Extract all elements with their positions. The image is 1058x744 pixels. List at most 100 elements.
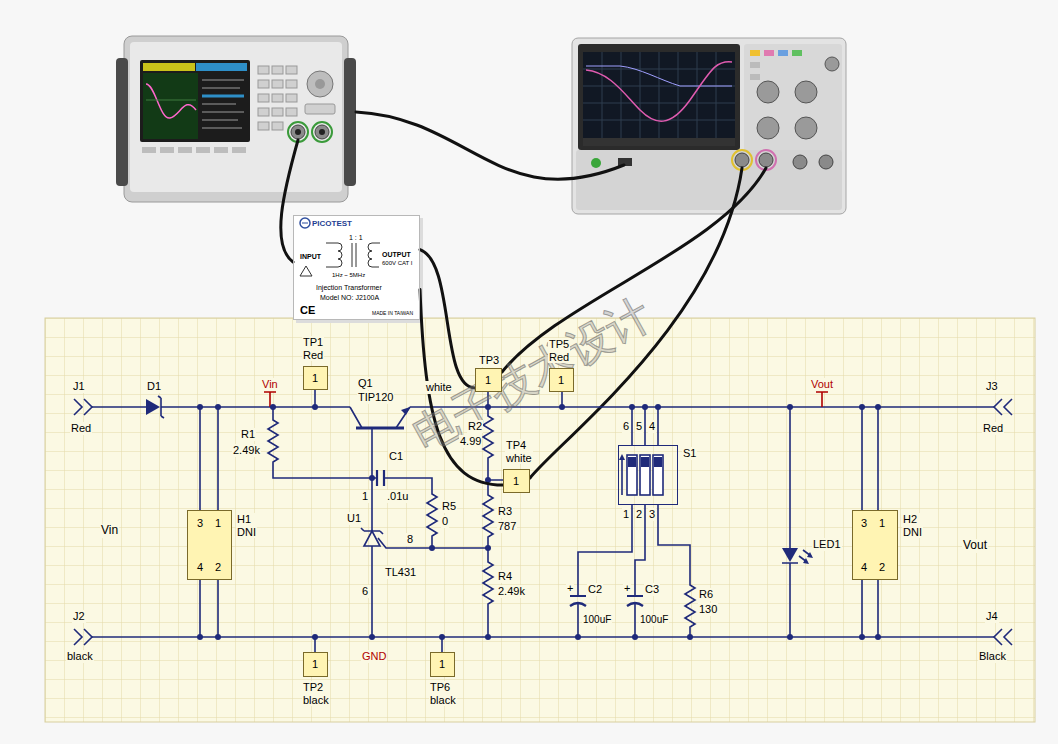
function-generator bbox=[130, 42, 342, 192]
function-generator bbox=[312, 122, 332, 142]
part-label: 2.49k bbox=[497, 585, 526, 598]
part-label: 6 bbox=[622, 420, 630, 433]
function-generator bbox=[178, 147, 192, 153]
header: H2 DNI3142 bbox=[852, 510, 898, 580]
schematic-wire bbox=[570, 603, 643, 606]
function-generator bbox=[305, 104, 335, 114]
node-text: 1Hz ~ 5MHz bbox=[332, 272, 365, 279]
function-generator bbox=[286, 94, 297, 102]
junction-dot bbox=[787, 404, 793, 410]
part-label: Red bbox=[70, 422, 92, 435]
node-text: 1 bbox=[215, 517, 221, 530]
function-generator bbox=[196, 147, 210, 153]
junction-dot bbox=[655, 404, 661, 410]
oscilloscope bbox=[757, 81, 779, 103]
schematic-wire bbox=[782, 407, 811, 637]
transformer-body bbox=[293, 215, 420, 320]
net-flag bbox=[816, 392, 828, 407]
node-text: Injection Transformer bbox=[316, 284, 382, 292]
schematic-symbol-fill bbox=[782, 548, 798, 562]
junction-dot bbox=[439, 634, 445, 640]
junction-dot bbox=[197, 404, 881, 640]
test-point: 1TP2 black bbox=[303, 652, 328, 677]
transformer-body bbox=[293, 215, 423, 323]
schematic-wire bbox=[384, 478, 437, 548]
junction-dot bbox=[687, 634, 693, 640]
function-generator bbox=[258, 108, 269, 116]
oscilloscope bbox=[591, 158, 601, 168]
schematic-wire bbox=[578, 505, 645, 637]
schematic-wire bbox=[74, 399, 92, 415]
function-generator bbox=[202, 95, 244, 98]
schematic-wire bbox=[483, 407, 493, 637]
function-generator bbox=[146, 84, 196, 118]
oscilloscope bbox=[586, 62, 732, 121]
net-label: Vout bbox=[810, 378, 834, 391]
part-label: 2.49k bbox=[232, 444, 261, 457]
node-text: 3 bbox=[197, 517, 203, 530]
part-label: Vin bbox=[100, 524, 119, 538]
part-label: J4 bbox=[985, 610, 999, 623]
junction-dot bbox=[312, 634, 318, 640]
function-generator bbox=[140, 60, 250, 142]
node-text: OUTPUT bbox=[382, 251, 411, 259]
part-label: + bbox=[623, 582, 631, 595]
part-label: R6 bbox=[698, 588, 714, 601]
schematic-wire bbox=[92, 406, 994, 408]
part-label: 100uF bbox=[582, 614, 612, 626]
schematic-wire bbox=[350, 407, 410, 478]
part-label: 3 bbox=[648, 508, 656, 521]
schematic-wire bbox=[994, 629, 1012, 645]
net-label: GND bbox=[361, 650, 387, 663]
node-label: TP4 white bbox=[505, 439, 533, 464]
transformer-body bbox=[300, 266, 312, 276]
oscilloscope bbox=[825, 57, 839, 71]
function-generator bbox=[272, 122, 283, 130]
part-label: LED1 bbox=[812, 538, 842, 551]
test-point: TP5 Red1 bbox=[549, 368, 574, 392]
node-text: 1 : 1 bbox=[349, 234, 363, 242]
function-generator bbox=[160, 147, 174, 153]
function-generator bbox=[286, 80, 297, 88]
test-point: TP1 Red1 bbox=[303, 366, 328, 390]
function-generator bbox=[142, 147, 156, 153]
node-label: TP2 black bbox=[302, 681, 330, 706]
function-generator bbox=[258, 66, 269, 74]
junction-dot bbox=[369, 475, 375, 481]
part-label: 0 bbox=[441, 515, 449, 528]
schematic-wire bbox=[361, 478, 488, 637]
node-text: 600V CAT I bbox=[382, 260, 412, 267]
test-point: TP4 white1 bbox=[503, 469, 530, 493]
function-generator bbox=[272, 66, 283, 74]
pin-number: 1 bbox=[485, 374, 491, 387]
node-text: 3 bbox=[861, 517, 867, 530]
oscilloscope bbox=[572, 38, 846, 214]
node-text: PICOTEST bbox=[312, 219, 352, 228]
part-label: .01u bbox=[386, 490, 409, 503]
node-text: Model NO: J2100A bbox=[320, 294, 379, 302]
oscilloscope bbox=[764, 50, 774, 56]
junction-dot bbox=[312, 404, 318, 410]
function-generator bbox=[214, 147, 228, 153]
function-generator bbox=[143, 63, 195, 71]
oscilloscope bbox=[819, 155, 833, 169]
part-label: C2 bbox=[587, 583, 603, 596]
oscilloscope bbox=[576, 150, 842, 210]
part-label: black bbox=[66, 650, 94, 663]
oscilloscope bbox=[583, 138, 735, 146]
junction-dot bbox=[575, 634, 581, 640]
function-generator bbox=[272, 94, 283, 102]
pin-number: 1 bbox=[312, 372, 318, 385]
function-generator bbox=[344, 58, 356, 186]
cable bbox=[281, 140, 298, 262]
cable bbox=[281, 112, 766, 478]
function-generator bbox=[143, 73, 198, 139]
part-label: 6 bbox=[361, 585, 369, 598]
test-point: 1TP6 black bbox=[430, 652, 455, 677]
function-generator bbox=[307, 71, 333, 97]
node-text: INPUT bbox=[300, 253, 321, 261]
schematic-wire bbox=[632, 407, 658, 445]
function-generator bbox=[258, 122, 269, 130]
